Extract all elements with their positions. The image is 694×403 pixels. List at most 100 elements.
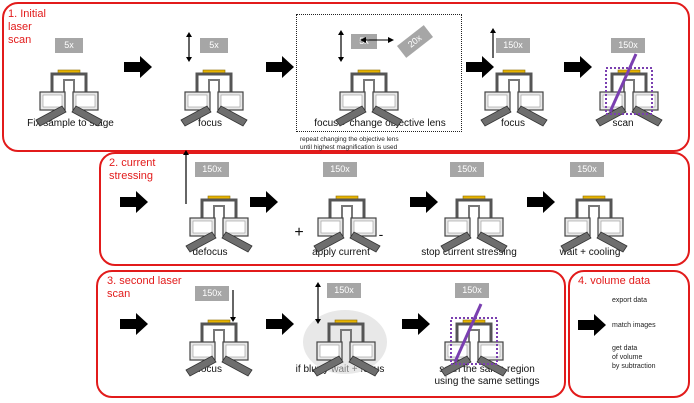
- inner-frame: [623, 79, 635, 92]
- stage-frame: [200, 322, 238, 342]
- up-arrow-head: [490, 28, 496, 33]
- swap-arrow-left: [360, 37, 366, 43]
- flow-arrow: [466, 56, 494, 78]
- inner-frame: [468, 205, 480, 218]
- right-probe-inner: [220, 94, 241, 108]
- left-probe-arm: [185, 355, 217, 377]
- item-match-images: match images: [612, 322, 656, 329]
- inner-frame: [508, 79, 520, 92]
- panel-1-title: 1. Initial laser scan: [8, 8, 46, 46]
- setup-defocus: 150x: [183, 162, 255, 237]
- left-probe-inner: [447, 220, 468, 234]
- caption-focus-1: focus: [198, 118, 222, 129]
- flow-arrow: [578, 314, 606, 336]
- setup-blurry-focus: 150x: [310, 283, 382, 361]
- setup-focus-3: 150x: [183, 286, 255, 361]
- focus-arrow-up: [338, 30, 344, 35]
- setup-scan-same-region: 150x: [438, 283, 510, 361]
- stage-frame: [50, 72, 88, 92]
- inner-frame: [588, 205, 600, 218]
- setup-graphic: [595, 53, 663, 127]
- left-probe-inner: [320, 220, 341, 234]
- setup-apply-current: 150x: [311, 162, 383, 237]
- right-probe-arm: [348, 355, 380, 377]
- left-probe-inner: [187, 94, 208, 108]
- setup-stop-current: 150x: [438, 162, 510, 237]
- caption-stop-current: stop current stressing: [421, 247, 517, 258]
- scan-region: [605, 67, 653, 115]
- left-probe-arm: [35, 105, 67, 127]
- inner-frame: [213, 329, 225, 342]
- stage-frame: [455, 322, 493, 342]
- left-probe-arm: [440, 355, 472, 377]
- repeat-note: repeat changing the objective lens until…: [300, 136, 399, 151]
- left-probe-inner: [192, 344, 213, 358]
- magnification-badge: 150x: [455, 283, 489, 298]
- right-probe-arm: [349, 231, 381, 253]
- flow-arrow: [527, 191, 555, 213]
- scan-region: [450, 317, 498, 365]
- down-arrow-head: [230, 317, 236, 322]
- laser-beam: [453, 303, 483, 363]
- flow-arrow: [120, 191, 148, 213]
- panel-initial-laser-scan: [2, 2, 690, 152]
- plus-sign: +: [294, 224, 304, 241]
- caption-focus-2: focus: [501, 118, 525, 129]
- right-probe-arm: [71, 105, 103, 127]
- setup-graphic: [35, 69, 103, 127]
- inner-frame: [341, 205, 353, 218]
- magnification-badge: 150x: [611, 38, 645, 53]
- caption-defocus: defocus: [192, 247, 228, 258]
- stage-frame: [455, 198, 493, 218]
- magnification-badge: 150x: [195, 286, 229, 301]
- up-arrow-head: [183, 150, 189, 155]
- setup-graphic: [313, 195, 381, 253]
- left-probe-arm: [440, 231, 472, 253]
- right-probe-inner: [635, 94, 656, 108]
- right-probe-inner: [600, 220, 621, 234]
- magnification-badge: 5x: [200, 38, 228, 53]
- setup-graphic: [185, 195, 253, 253]
- repeat-box: [296, 14, 462, 132]
- focus-arrow-down: [315, 319, 321, 324]
- flow-arrow: [266, 56, 294, 78]
- stage-frame: [328, 198, 366, 218]
- left-probe-arm: [335, 105, 367, 127]
- left-probe-arm: [185, 231, 217, 253]
- magnification-badge: 150x: [570, 162, 604, 177]
- magnification-badge: 150x: [496, 38, 530, 53]
- right-probe-arm: [476, 355, 508, 377]
- right-probe-inner: [225, 344, 246, 358]
- stage-frame: [575, 198, 613, 218]
- left-probe-arm: [595, 105, 627, 127]
- flow-arrow: [402, 313, 430, 335]
- magnification-badge: 5x: [55, 38, 83, 53]
- stage-frame: [200, 198, 238, 218]
- panel-volume-data: [568, 270, 690, 398]
- setup-graphic: [440, 303, 508, 377]
- panel-second-laser-scan: [96, 270, 566, 398]
- focus-arrow-up: [315, 282, 321, 287]
- flow-arrow: [124, 56, 152, 78]
- right-probe-inner: [75, 94, 96, 108]
- right-probe-arm: [516, 105, 548, 127]
- stage-frame: [350, 72, 388, 92]
- focus-arrow-up: [186, 32, 192, 37]
- caption-scan-1: scan: [612, 118, 634, 129]
- left-probe-arm: [480, 105, 512, 127]
- inner-frame: [468, 329, 480, 342]
- right-probe-inner: [352, 344, 373, 358]
- setup-graphic: [480, 69, 548, 127]
- panel-current-stressing: [99, 152, 690, 266]
- focus-arrow-down: [338, 57, 344, 62]
- left-probe-arm: [180, 105, 212, 127]
- right-probe-inner: [375, 94, 396, 108]
- setup-graphic: [560, 195, 628, 253]
- right-probe-arm: [596, 231, 628, 253]
- panel-3-title: 3. second laser scan: [107, 275, 182, 300]
- setup-graphic: [440, 195, 508, 253]
- inner-frame: [340, 329, 352, 342]
- left-probe-inner: [567, 220, 588, 234]
- right-probe-inner: [480, 344, 501, 358]
